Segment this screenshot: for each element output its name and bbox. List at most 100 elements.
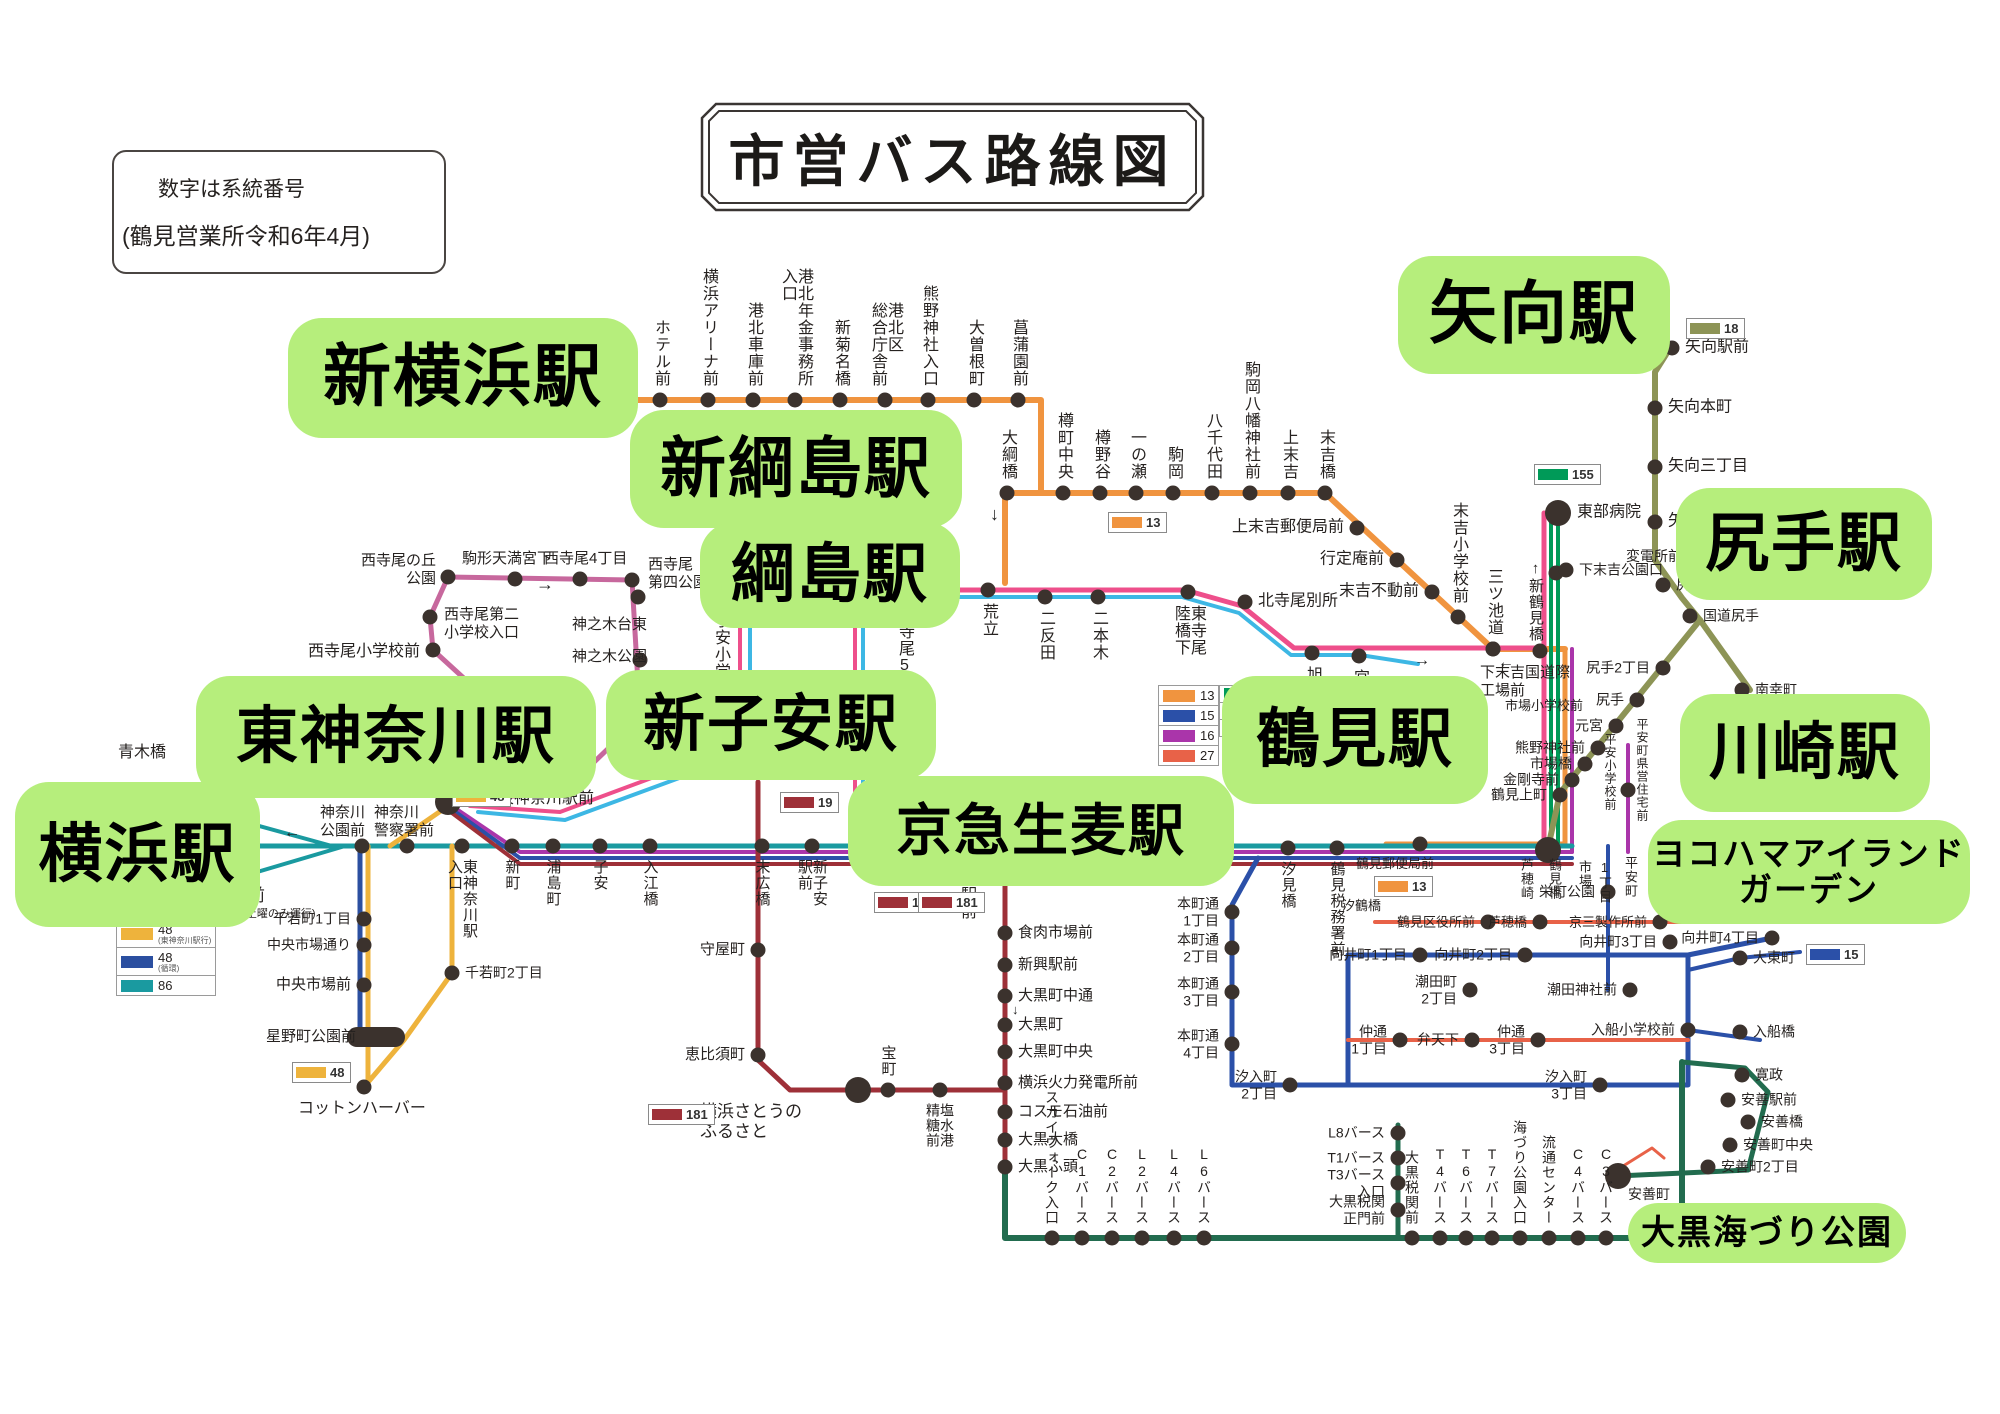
station-dot <box>1450 609 1466 625</box>
station-label: C1バース <box>1074 1146 1090 1225</box>
station-dot <box>1662 934 1678 950</box>
station-dot <box>1390 1150 1406 1166</box>
station-dot <box>504 838 520 854</box>
station-label: 浦島町 <box>544 859 562 907</box>
station-label: 矢向三丁目 <box>1668 457 1749 475</box>
station-dot <box>1280 840 1296 856</box>
station-label: 神之木公園 <box>572 648 648 665</box>
station-dot <box>572 571 588 587</box>
station-label: L2バース <box>1134 1146 1150 1225</box>
station-label: 末吉不動前 <box>1338 582 1419 600</box>
major-station-bubble: 横浜駅 <box>15 782 260 927</box>
station-dot <box>1104 1230 1120 1246</box>
legend-color-swatch <box>1163 709 1195 722</box>
station-label: 汐入町 2丁目 <box>1235 1068 1277 1101</box>
station-label: 新町 <box>503 859 521 891</box>
legend-route-number: 13 <box>1200 688 1215 703</box>
station-dot <box>1128 485 1144 501</box>
station-label: 神奈川 公園前 <box>320 804 366 839</box>
station-label: 行定庵前 <box>1319 550 1384 568</box>
station-dot <box>880 1082 896 1098</box>
page-title: 市営バス路線図 <box>728 131 1177 194</box>
route-number: 181 <box>956 895 978 910</box>
station-dot <box>1166 1230 1182 1246</box>
station-dot <box>1055 485 1071 501</box>
major-station-bubble: 東神奈川駅 <box>196 676 596 798</box>
station-dot <box>1700 1159 1716 1175</box>
station-dot <box>997 925 1013 941</box>
station-label: 港北区 総合庁舎前 <box>869 302 902 387</box>
route-line <box>1697 617 1753 693</box>
station-label: 京三製作所前 <box>1568 914 1647 930</box>
route-number: 13 <box>1146 515 1161 530</box>
station-dot <box>997 1104 1013 1120</box>
station-dot <box>1092 485 1108 501</box>
route-number-badge: 15 <box>1806 944 1866 965</box>
station-label: L4バース <box>1166 1146 1182 1225</box>
station-dot <box>1317 485 1333 501</box>
route-number-badge: 48 <box>292 1062 352 1083</box>
station-dot <box>1412 947 1428 963</box>
station-dot <box>700 392 716 408</box>
station-dot <box>1485 641 1501 657</box>
station-label: 守屋町 <box>699 941 745 959</box>
station-label: 変電所前 <box>1626 548 1682 564</box>
station-label: コスモ石油前 <box>1018 1103 1109 1121</box>
station-dot <box>347 1027 405 1047</box>
station-label: 大黒大橋 <box>1018 1131 1079 1149</box>
legend-color-swatch <box>1163 729 1195 742</box>
station-label: 金剛寺前 <box>1503 771 1559 788</box>
station-label: 末吉小学校前 <box>1450 502 1467 604</box>
route-number-badge: 13 <box>1108 512 1168 533</box>
station-label: 大東町 <box>1753 949 1795 966</box>
station-label: 本町通 1丁目 <box>1177 895 1219 928</box>
station-label: 国道尻手 <box>1703 607 1759 624</box>
route-number: 155 <box>1572 467 1594 482</box>
route-number: 15 <box>1844 947 1859 962</box>
station-label: 平安町県営住宅前 <box>1635 718 1649 822</box>
route-line <box>1686 1028 1762 1042</box>
station-label: 港北車庫前 <box>745 302 762 387</box>
station-dot <box>1734 682 1750 698</box>
route-number: 19 <box>818 795 833 810</box>
station-dot <box>1564 772 1580 788</box>
station-dot <box>1390 1202 1406 1218</box>
station-label: 上末吉 <box>1280 429 1297 480</box>
station-label: 元宮 <box>1575 717 1603 734</box>
legend-color-swatch <box>121 955 153 968</box>
station-dot <box>997 1017 1013 1033</box>
route-color-swatch <box>652 1109 682 1120</box>
legend-row: 15 <box>1158 705 1220 726</box>
station-dot <box>1620 782 1636 798</box>
legend-row: 48(循環) <box>116 947 217 976</box>
route-line <box>1002 1059 1685 1241</box>
station-label: 二反田 <box>1037 610 1054 661</box>
legend-route-number: 15 <box>1200 708 1215 723</box>
route-line <box>387 803 451 849</box>
station-label: 末吉橋 <box>1317 429 1334 480</box>
station-dot <box>997 1159 1013 1175</box>
station-label: 入江橋 <box>641 859 659 907</box>
station-dot <box>592 838 608 854</box>
station-dot <box>1389 552 1405 568</box>
station-dot <box>440 569 456 585</box>
station-label: 入船小学校前 <box>1591 1021 1675 1038</box>
station-label: 神之木台東 <box>572 616 648 633</box>
station-label: 仲通 1丁目 <box>1351 1023 1387 1056</box>
station-label: 安善橋 <box>1761 1113 1803 1130</box>
station-label: 鶴見橋 <box>1547 858 1562 900</box>
route-number-badge: 181 <box>648 1104 715 1125</box>
note-line2: (鶴見営業所令和6年4月) <box>122 223 370 249</box>
station-label: 汐鶴橋 <box>1342 898 1382 913</box>
route-color-swatch <box>784 797 814 808</box>
legend-route-number: 16 <box>1200 728 1215 743</box>
station-label: C4バース <box>1570 1146 1586 1225</box>
station-dot <box>356 977 372 993</box>
station-dot <box>1655 577 1671 593</box>
legend-color-swatch <box>121 979 153 992</box>
route-line <box>1229 855 1691 1088</box>
station-label: 千若町2丁目 <box>465 964 543 981</box>
station-dot <box>630 589 646 605</box>
station-label: 東部病院 <box>1577 503 1642 521</box>
station-label: 尻手 <box>1596 691 1624 708</box>
